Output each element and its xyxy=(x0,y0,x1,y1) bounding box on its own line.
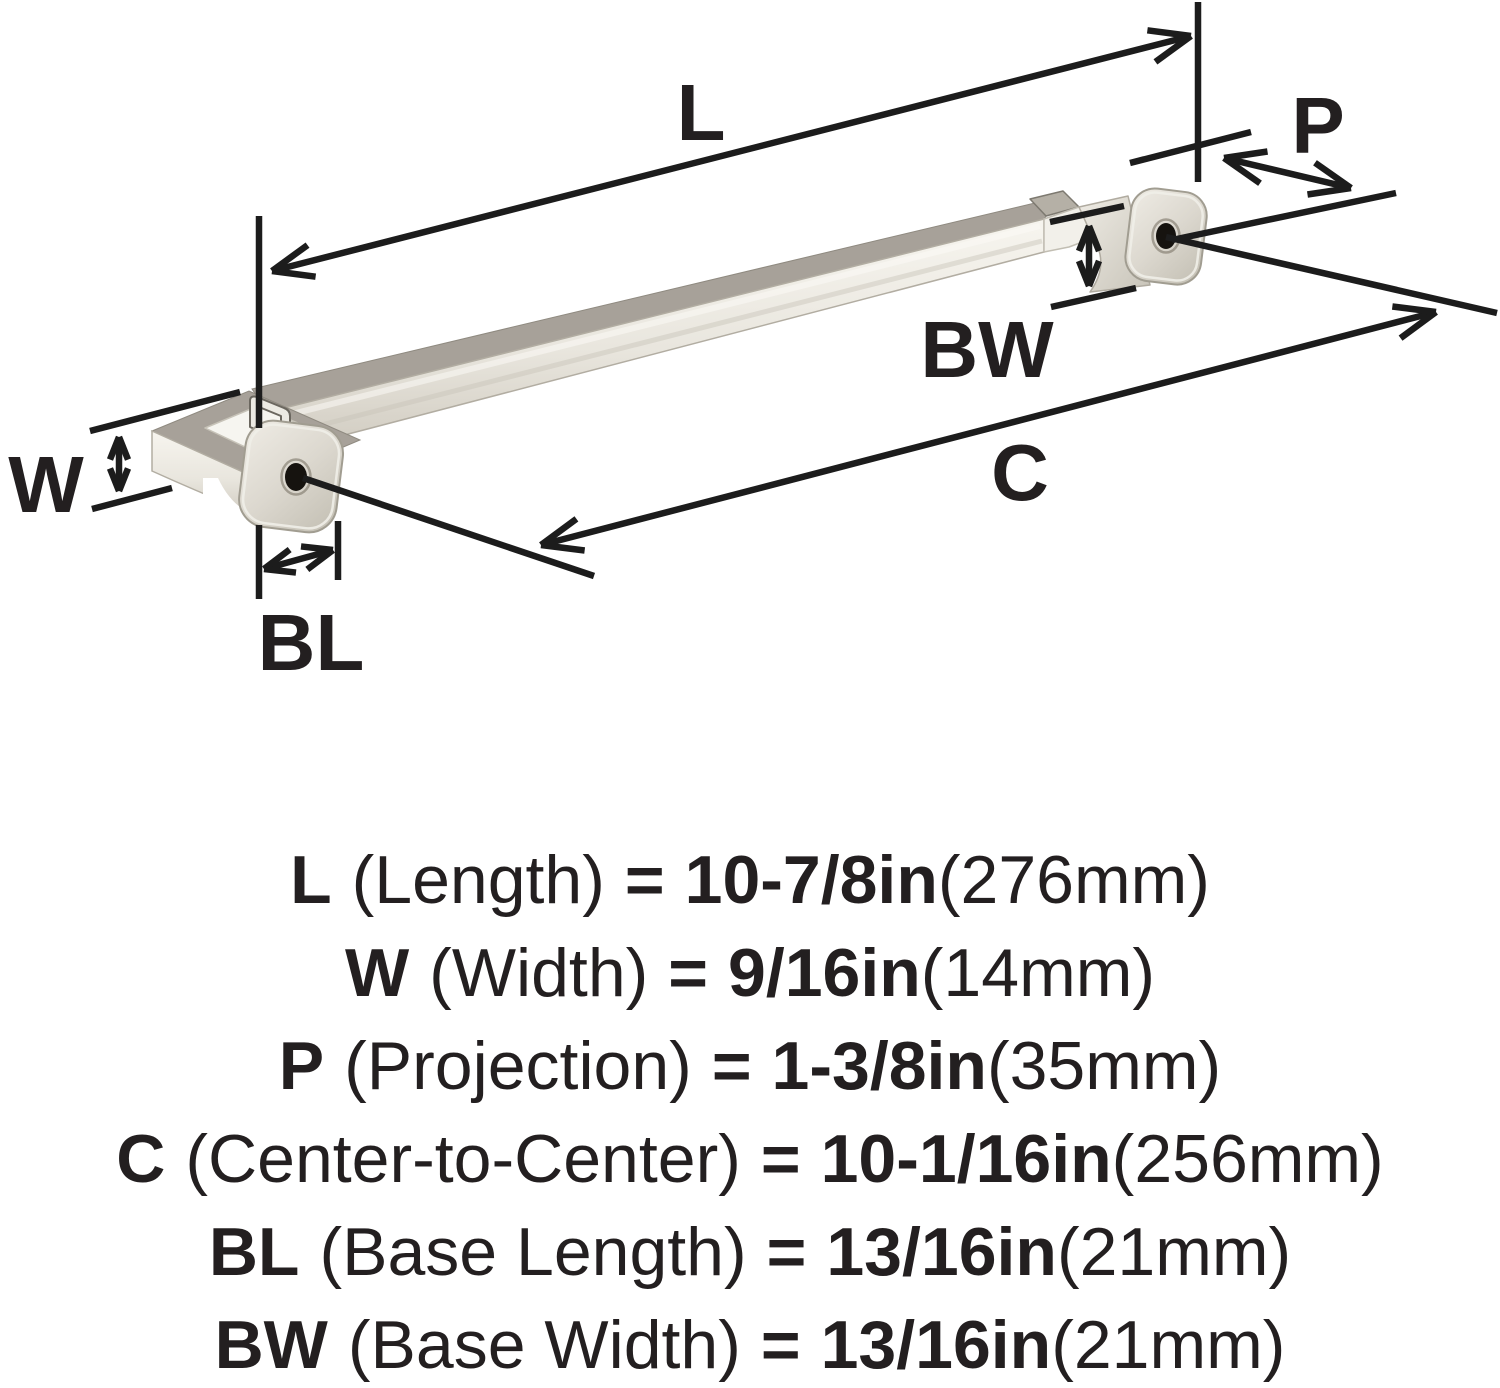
dim-C xyxy=(301,233,1498,580)
spec-equals: = xyxy=(668,935,708,1011)
spec-symbol: BW xyxy=(214,1307,328,1383)
spec-equals: = xyxy=(624,842,665,918)
left-screw-hole-ring xyxy=(280,458,312,496)
dim-BW xyxy=(1049,202,1137,311)
right-screw-hole xyxy=(1156,223,1176,249)
bar-shade xyxy=(269,238,1043,441)
spec-imperial: 13/16in xyxy=(826,1214,1057,1290)
spec-list: L (Length) = 10-7/8in (276mm) W (Width) … xyxy=(0,834,1500,1388)
spec-metric: (35mm) xyxy=(986,1028,1222,1104)
spec-name: (Length) xyxy=(351,842,605,918)
label-C: C xyxy=(991,428,1049,517)
label-P: P xyxy=(1291,81,1344,170)
dim-P xyxy=(1129,128,1397,244)
spec-row-projection: P (Projection) = 1-3/8in (35mm) xyxy=(0,1020,1500,1113)
spec-metric: (14mm) xyxy=(920,935,1155,1011)
spec-symbol: L xyxy=(290,842,332,918)
spec-symbol: P xyxy=(278,1028,325,1104)
dim-L xyxy=(255,2,1202,428)
spec-symbol: C xyxy=(116,1121,166,1197)
spec-equals: = xyxy=(711,1028,752,1104)
cabinet-pull-illustration xyxy=(150,187,1208,534)
spec-equals: = xyxy=(766,1214,807,1290)
label-BL: BL xyxy=(258,598,365,687)
spec-name: (Width) xyxy=(429,935,649,1011)
spec-value: 13/16in (21mm) xyxy=(826,1206,1291,1299)
spec-name: (Center-to-Center) xyxy=(185,1121,741,1197)
spec-row-center-to-center: C (Center-to-Center) = 10-1/16in (256mm) xyxy=(0,1113,1500,1206)
spec-imperial: 13/16in xyxy=(820,1307,1052,1383)
spec-row-width: W (Width) = 9/16in (14mm) xyxy=(0,927,1500,1020)
spec-equals: = xyxy=(760,1121,801,1197)
spec-row-base-width: BW (Base Width) = 13/16in (21mm) xyxy=(0,1299,1500,1388)
spec-name: (Base Width) xyxy=(347,1307,741,1383)
spec-value: 13/16in (21mm) xyxy=(821,1299,1286,1388)
spec-imperial: 10-1/16in xyxy=(820,1121,1112,1197)
spec-metric: (21mm) xyxy=(1056,1214,1292,1290)
spec-name: (Base Length) xyxy=(319,1214,747,1290)
left-screw-hole xyxy=(285,463,307,491)
label-L: L xyxy=(677,68,726,157)
spec-metric: (21mm) xyxy=(1051,1307,1286,1383)
spec-value: 10-1/16in (256mm) xyxy=(821,1113,1384,1206)
spec-value: 1-3/8in (35mm) xyxy=(772,1020,1222,1113)
spec-imperial: 1-3/8in xyxy=(771,1028,987,1104)
spec-value: 9/16in (14mm) xyxy=(728,927,1155,1020)
spec-equals: = xyxy=(760,1307,801,1383)
spec-symbol: W xyxy=(344,935,410,1011)
label-BW: BW xyxy=(920,305,1054,394)
dim-BL xyxy=(255,521,342,599)
bar-highlight xyxy=(271,223,1041,422)
label-W: W xyxy=(8,440,84,529)
spec-name: (Projection) xyxy=(344,1028,692,1104)
dim-W xyxy=(89,388,241,513)
spec-symbol: BL xyxy=(208,1214,300,1290)
spec-row-length: L (Length) = 10-7/8in (276mm) xyxy=(0,834,1500,927)
spec-imperial: 9/16in xyxy=(728,935,921,1011)
spec-value: 10-7/8in (276mm) xyxy=(685,834,1210,927)
spec-metric: (256mm) xyxy=(1111,1121,1384,1197)
spec-row-base-length: BL (Base Length) = 13/16in (21mm) xyxy=(0,1206,1500,1299)
dimension-lines xyxy=(89,2,1498,599)
spec-imperial: 10-7/8in xyxy=(684,842,938,918)
spec-metric: (276mm) xyxy=(937,842,1210,918)
